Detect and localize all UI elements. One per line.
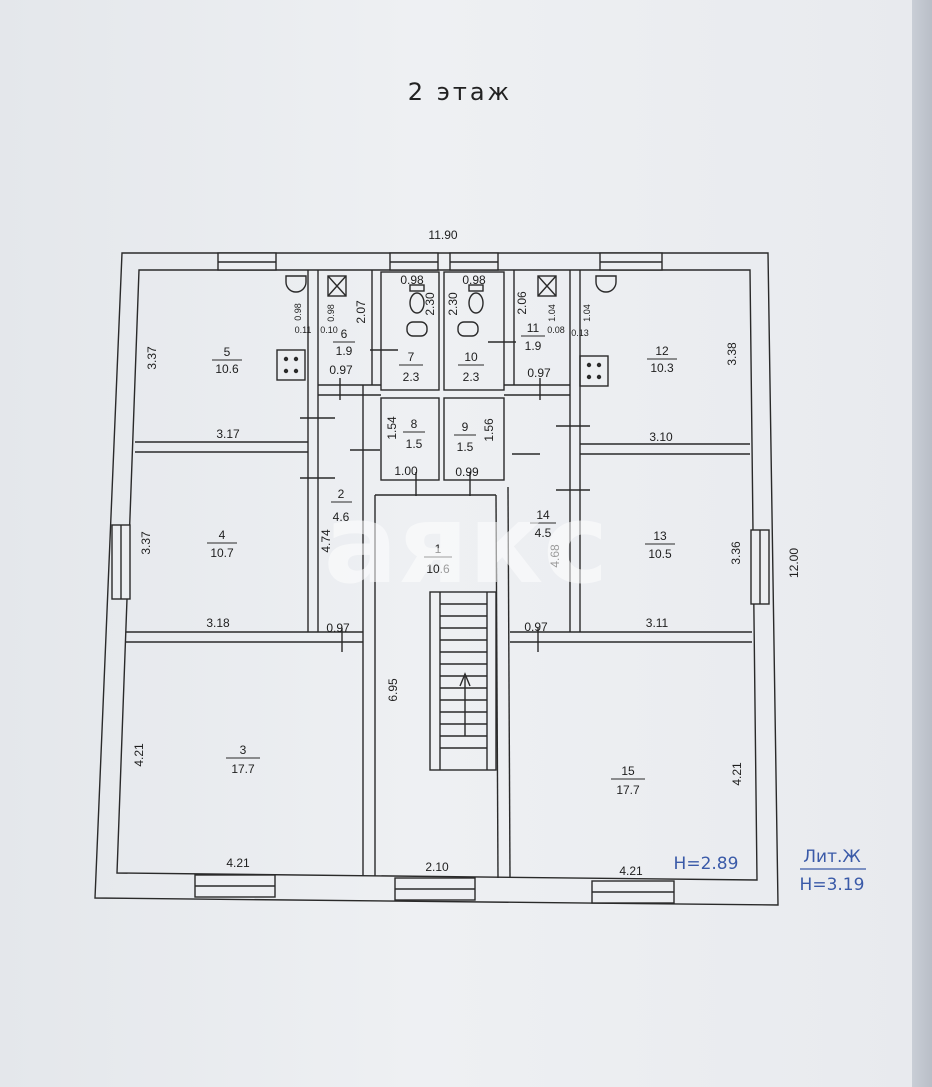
dim-r5-h: 3.37 xyxy=(145,346,159,370)
dim-r6-a: 0.98 xyxy=(293,303,303,321)
room-11-num: 11 xyxy=(527,321,540,335)
page-edge xyxy=(912,0,932,1087)
room-10-area: 2.3 xyxy=(463,370,480,384)
room-15-num: 15 xyxy=(621,764,635,778)
room-1-num: 1 xyxy=(435,542,442,556)
dim-r12-h: 3.38 xyxy=(725,342,739,366)
room-14-area: 4.5 xyxy=(535,526,552,540)
room-8-num: 8 xyxy=(411,417,418,431)
lit-label: Лит.Ж xyxy=(803,847,860,867)
room-13-area: 10.5 xyxy=(648,547,672,561)
room-3-num: 3 xyxy=(240,743,247,757)
dim-r11-c: 0.08 xyxy=(547,325,565,335)
dim-r3-h: 4.21 xyxy=(132,743,146,767)
dim-r13-w: 3.11 xyxy=(646,616,669,630)
dim-r14-w: 0.97 xyxy=(524,620,548,634)
room-5-area: 10.6 xyxy=(215,362,239,376)
dim-r9-h: 1.56 xyxy=(482,418,496,442)
walls xyxy=(94,252,779,906)
dim-r1-w: 2.10 xyxy=(425,860,449,874)
room-4-area: 10.7 xyxy=(210,546,234,560)
dim-r11-b: 1.04 xyxy=(582,304,592,322)
dim-r11-h: 2.06 xyxy=(515,291,529,315)
room-7-area: 2.3 xyxy=(403,370,420,384)
room-12-num: 12 xyxy=(655,344,669,358)
dim-r14-w-top: 0.97 xyxy=(527,366,551,380)
room-11-area: 1.9 xyxy=(525,339,542,353)
dim-r8-h: 1.54 xyxy=(385,416,399,440)
room-2-area: 4.6 xyxy=(333,510,350,524)
dim-r15-w: 4.21 xyxy=(619,864,643,878)
plan-title: 2 этаж xyxy=(408,78,512,106)
dim-r11-d: 0.13 xyxy=(571,328,589,338)
room-8-area: 1.5 xyxy=(406,437,423,451)
room-9-num: 9 xyxy=(462,420,469,434)
room-3-area: 17.7 xyxy=(231,762,255,776)
dim-r2-w: 0.97 xyxy=(326,621,350,635)
dim-r13-h: 3.36 xyxy=(729,541,743,565)
dim-r1-h: 6.95 xyxy=(386,678,400,702)
room-14-num: 14 xyxy=(536,508,550,522)
dim-top: 11.90 xyxy=(428,228,457,242)
dim-r2-w-top: 0.97 xyxy=(329,363,353,377)
dim-r6-c: 0.11 xyxy=(295,325,312,335)
height-inner: H=2.89 xyxy=(674,854,739,874)
dim-r11-a: 1.04 xyxy=(547,304,557,322)
dim-r8-w: 1.00 xyxy=(394,464,418,478)
dim-r6-b: 0.98 xyxy=(326,304,336,322)
dim-r6-d: 0.10 xyxy=(320,325,338,335)
dim-r9-w: 0.99 xyxy=(455,465,479,479)
height-outer: H=3.19 xyxy=(800,875,865,895)
room-6-area: 1.9 xyxy=(336,344,353,358)
room-10-num: 10 xyxy=(464,350,478,364)
room-4-num: 4 xyxy=(219,528,226,542)
dim-r7-h: 2.30 xyxy=(423,292,437,316)
dim-r3-w: 4.21 xyxy=(226,856,250,870)
dim-r12-w: 3.10 xyxy=(649,430,673,444)
room-7-num: 7 xyxy=(408,350,415,364)
room-15-area: 17.7 xyxy=(616,783,640,797)
watermark-logo: аякс xyxy=(324,480,609,608)
dim-r2-h: 4.74 xyxy=(319,529,333,553)
cooktop-burners xyxy=(283,356,602,380)
room-12-area: 10.3 xyxy=(650,361,674,375)
dim-r10-w: 0.98 xyxy=(462,273,486,287)
room-6-num: 6 xyxy=(341,327,348,341)
dim-right: 12.00 xyxy=(787,548,801,578)
dim-r15-h: 4.21 xyxy=(730,762,744,786)
room-5-num: 5 xyxy=(224,345,231,359)
room-13-num: 13 xyxy=(653,529,667,543)
room-9-area: 1.5 xyxy=(457,440,474,454)
dim-r14-h: 4.68 xyxy=(548,544,562,568)
dim-r4-w: 3.18 xyxy=(206,616,230,630)
room-1-area: 10.6 xyxy=(426,562,450,576)
dim-r10-h: 2.30 xyxy=(446,292,460,316)
dim-r5-w: 3.17 xyxy=(216,427,240,441)
dim-r6-h: 2.07 xyxy=(354,300,368,324)
dim-r7-w: 0.98 xyxy=(400,273,424,287)
dim-r4-h: 3.37 xyxy=(139,531,153,555)
room-2-num: 2 xyxy=(338,487,345,501)
